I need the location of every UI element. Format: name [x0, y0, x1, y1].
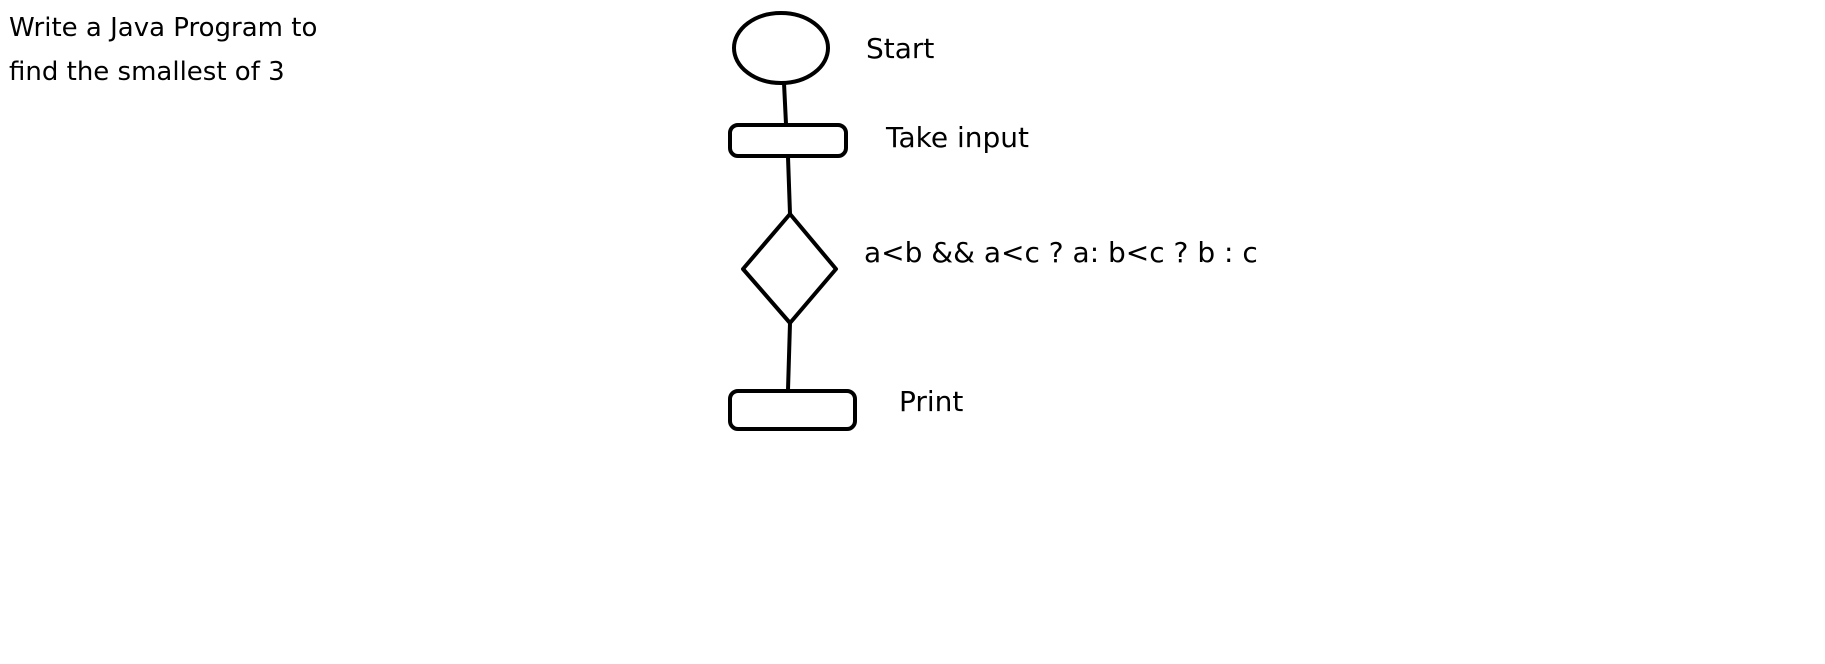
connector-start-to-input — [782, 81, 788, 126]
start-node-label: Start — [866, 32, 935, 65]
start-node-shape — [732, 11, 830, 85]
connector-decision-to-print — [786, 321, 792, 392]
decision-node-label: a<b && a<c ? a: b<c ? b : c — [864, 236, 1258, 269]
print-node-label: Print — [899, 385, 964, 418]
print-node-shape — [728, 389, 857, 431]
input-node-shape — [728, 123, 848, 158]
decision-node-shape — [741, 212, 838, 325]
input-node-label: Take input — [886, 121, 1029, 154]
task-description: Write a Java Program to find the smalles… — [9, 13, 318, 87]
connector-input-to-decision — [786, 155, 792, 216]
